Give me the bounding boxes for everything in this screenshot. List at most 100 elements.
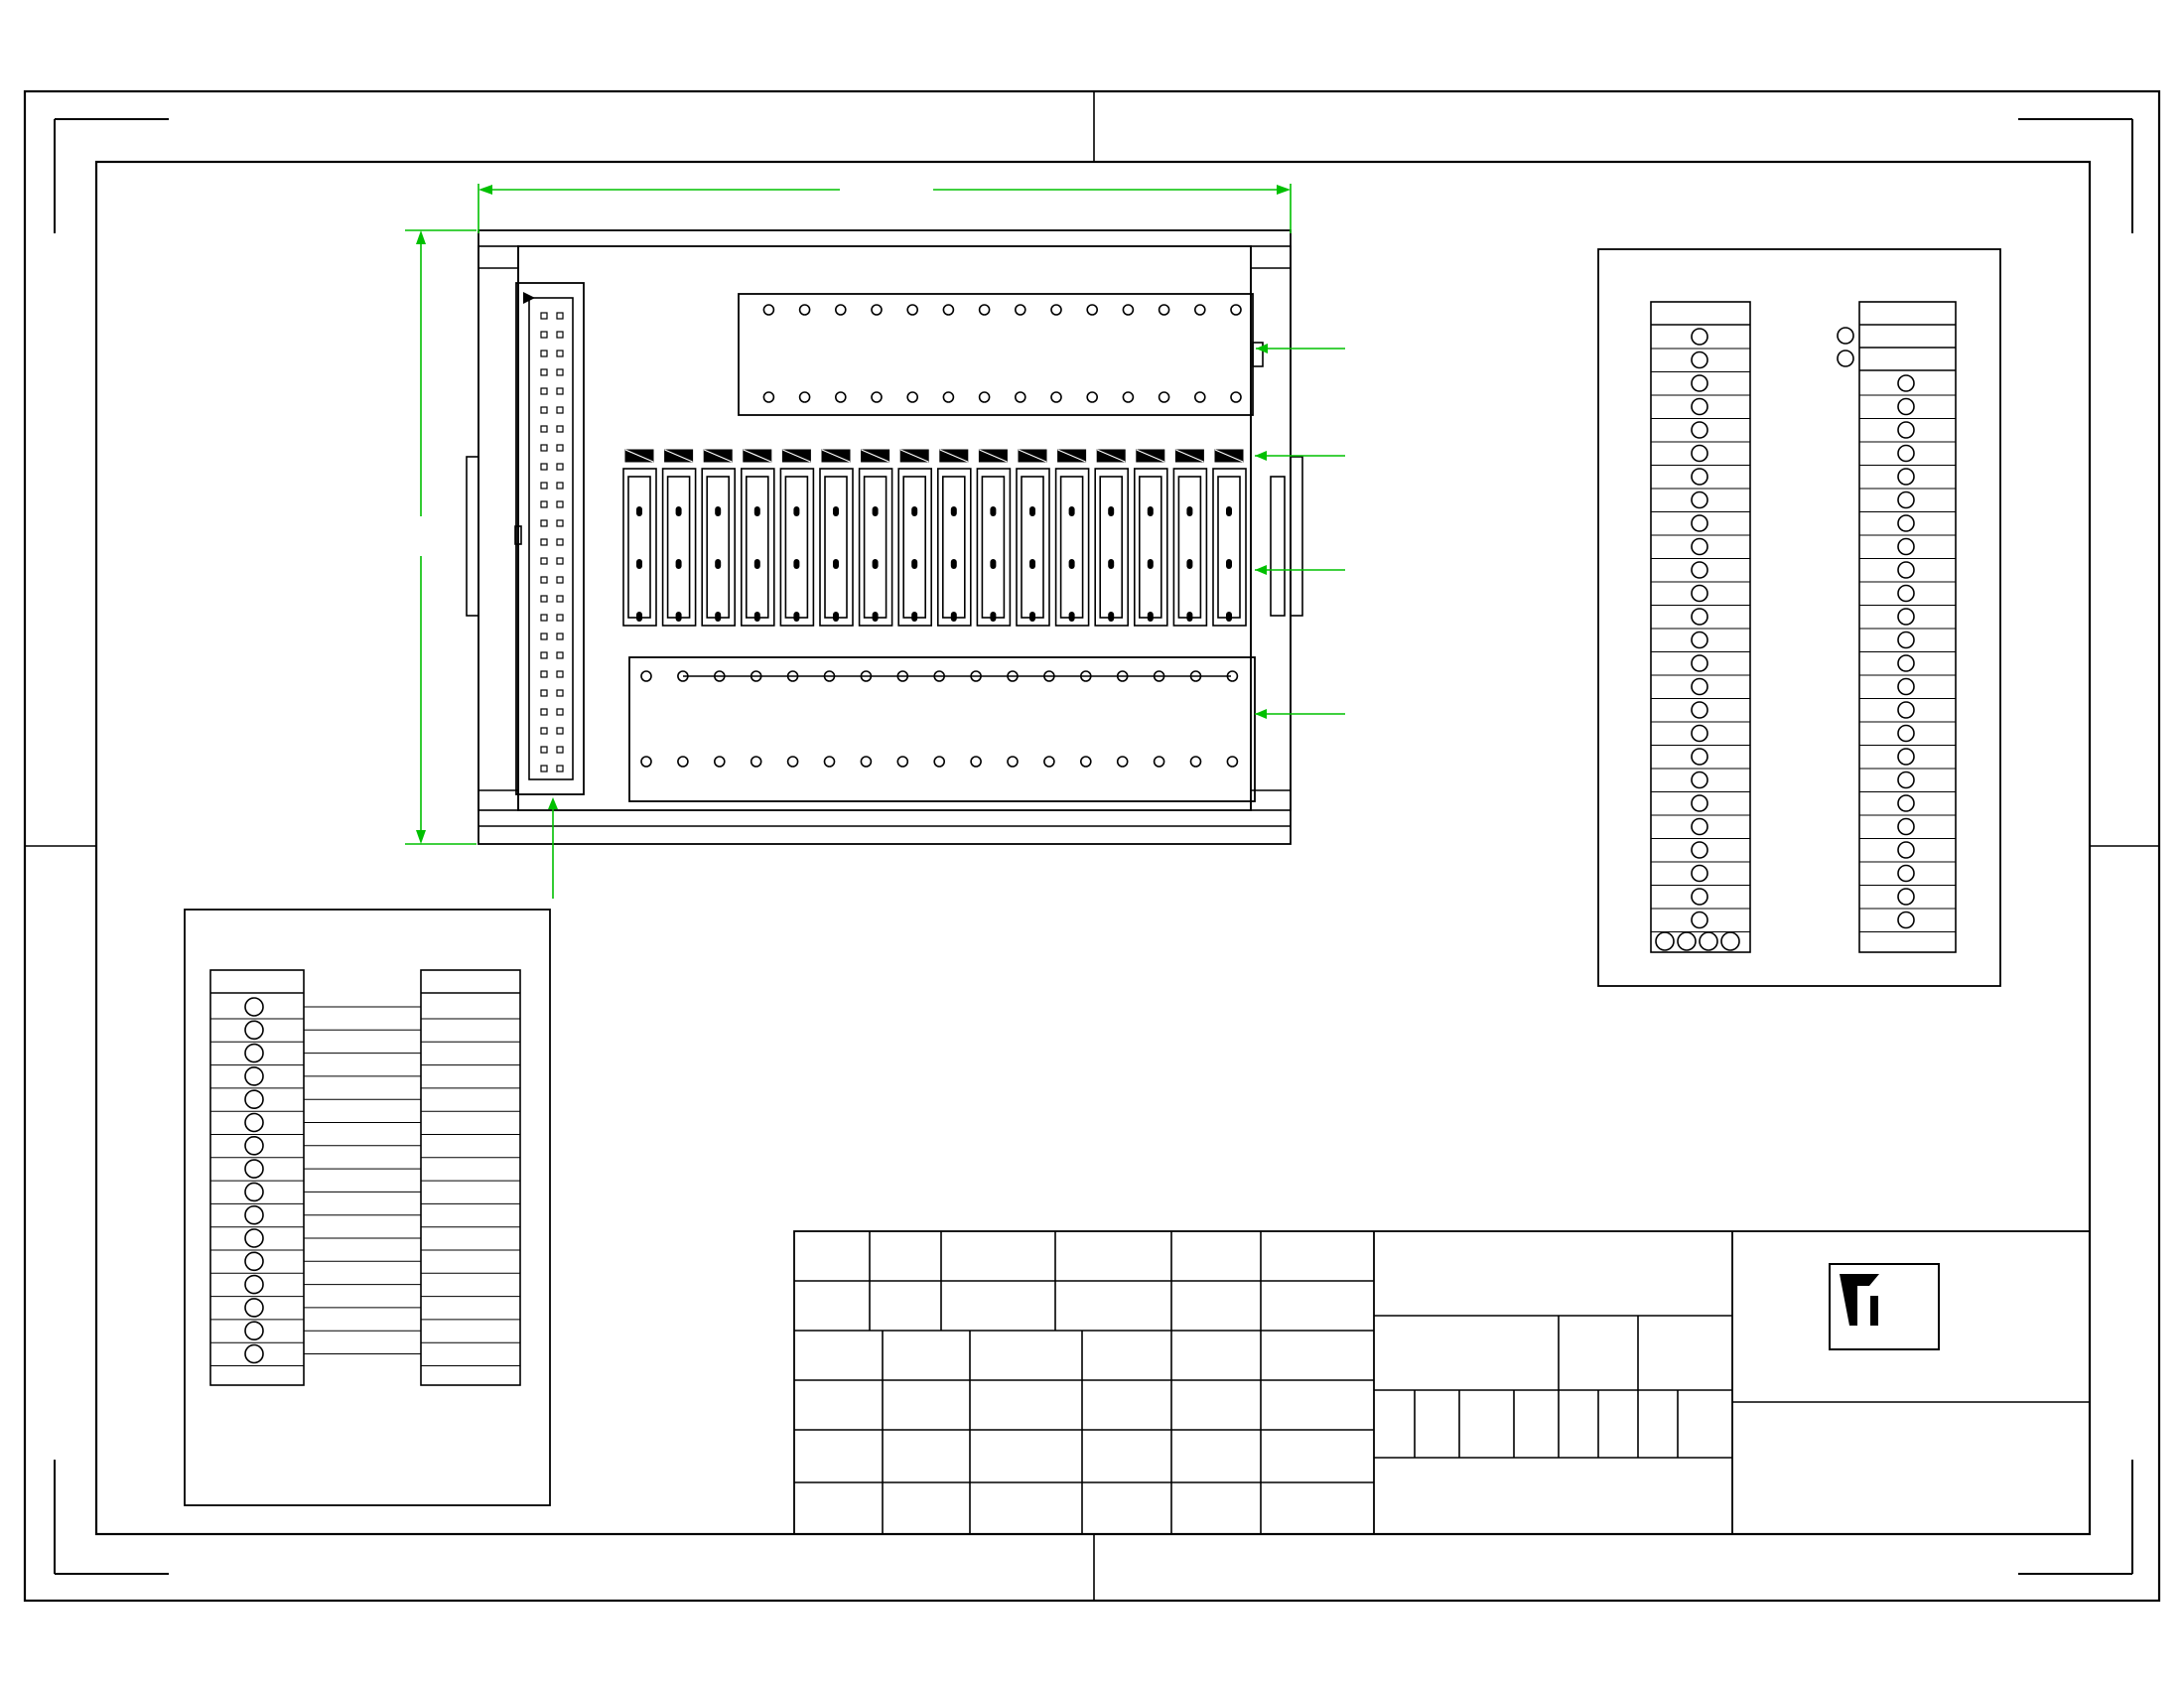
pin-hole bbox=[1050, 304, 1062, 316]
idc-pin bbox=[556, 765, 564, 773]
idc-pin bbox=[556, 312, 564, 320]
dim-arrow bbox=[478, 185, 492, 195]
idc-pin bbox=[556, 614, 564, 622]
idc-pin bbox=[540, 350, 548, 357]
pin-number-circle bbox=[1691, 468, 1708, 486]
pin-number-circle bbox=[1897, 841, 1915, 859]
pin-hole bbox=[1230, 391, 1242, 403]
callout-arrow bbox=[1255, 565, 1267, 575]
relay-body bbox=[666, 476, 691, 619]
pin-number-circle bbox=[1897, 911, 1915, 929]
corner-bracket-0 bbox=[54, 118, 169, 233]
pin-hole bbox=[1015, 304, 1026, 316]
relay-socket bbox=[622, 468, 657, 627]
pin-number-circle bbox=[1897, 677, 1915, 696]
logo-mark bbox=[1870, 1296, 1878, 1326]
idc-pin bbox=[540, 406, 548, 414]
relay-1 bbox=[661, 449, 697, 627]
idc-pin bbox=[556, 708, 564, 716]
relay-13 bbox=[1134, 449, 1168, 627]
relay-contact bbox=[793, 506, 800, 516]
relay-contact bbox=[753, 612, 760, 622]
relay-socket bbox=[858, 468, 893, 627]
title-block-border bbox=[793, 1230, 2091, 1535]
idc-pin bbox=[540, 746, 548, 754]
dimension-width bbox=[478, 184, 1292, 233]
pin-number-circle bbox=[1691, 351, 1708, 369]
relay-contact bbox=[715, 506, 722, 516]
terminal-screw bbox=[933, 756, 946, 768]
callout-arrow bbox=[1255, 451, 1267, 461]
idc-pin bbox=[540, 482, 548, 490]
idc-pin bbox=[556, 500, 564, 508]
idc-pin bbox=[540, 651, 548, 659]
relay-body bbox=[784, 476, 809, 619]
relay-contact bbox=[833, 559, 839, 569]
idc-pin bbox=[556, 406, 564, 414]
idc-pin bbox=[540, 557, 548, 565]
terminal-screw bbox=[1043, 756, 1055, 768]
terminal-screw bbox=[896, 756, 909, 768]
pin-number-circle bbox=[1691, 631, 1708, 649]
pin-number-circle bbox=[1691, 701, 1708, 719]
relay-right-column bbox=[420, 969, 521, 1386]
pin-number-circle bbox=[1897, 374, 1915, 392]
idc-pin bbox=[540, 519, 548, 527]
pin-number-circle bbox=[1897, 748, 1915, 766]
connector-body bbox=[738, 293, 1254, 416]
corner-bracket-1 bbox=[2018, 118, 2133, 233]
pin1-marker bbox=[523, 292, 535, 304]
idc-pin bbox=[540, 538, 548, 546]
relay-contact bbox=[1226, 612, 1232, 622]
terminal-screw bbox=[823, 756, 836, 768]
relay-15 bbox=[1212, 449, 1247, 627]
pin-number-circle bbox=[1720, 931, 1740, 951]
relay-contact bbox=[1186, 506, 1193, 516]
pin-hole bbox=[834, 304, 847, 316]
company-logo bbox=[1829, 1263, 1940, 1350]
pin-hole bbox=[978, 304, 991, 316]
pin-number-circle bbox=[1897, 654, 1915, 672]
idc-pin bbox=[540, 444, 548, 452]
circle-marker bbox=[1837, 350, 1854, 367]
pin-number-circle bbox=[1691, 841, 1708, 859]
idc-pin bbox=[540, 500, 548, 508]
led-mark bbox=[664, 449, 693, 463]
pin-number-circle bbox=[1691, 491, 1708, 509]
pin-number-circle bbox=[1897, 561, 1915, 579]
relay-contact bbox=[872, 506, 879, 516]
terminal-screw bbox=[750, 756, 762, 768]
relay-contact bbox=[990, 506, 997, 516]
idc-body bbox=[515, 282, 585, 795]
idc-pin bbox=[556, 670, 564, 678]
idc-pin bbox=[556, 387, 564, 395]
relay-10 bbox=[1016, 449, 1050, 627]
relay-contact bbox=[950, 506, 957, 516]
pin-number-circle bbox=[1897, 701, 1915, 719]
terminal-screw bbox=[713, 756, 726, 768]
relay-socket bbox=[1212, 468, 1247, 627]
relay-contact bbox=[1108, 559, 1115, 569]
pin-hole bbox=[942, 304, 955, 316]
relay-contact bbox=[990, 559, 997, 569]
pin-number-circle bbox=[1691, 444, 1708, 463]
circle-marker bbox=[1837, 327, 1854, 345]
corner-bracket-3 bbox=[2018, 1460, 2133, 1575]
inner-border bbox=[94, 160, 2092, 1536]
connector-latch bbox=[1252, 342, 1264, 367]
relay-contact bbox=[675, 612, 682, 622]
pin-hole bbox=[978, 391, 991, 403]
relay-contact bbox=[636, 506, 642, 516]
relay-table-border bbox=[184, 909, 551, 1506]
pin-hole bbox=[1015, 391, 1026, 403]
board-drawing bbox=[405, 184, 1345, 899]
relay-body bbox=[745, 476, 769, 619]
relay-contact bbox=[1029, 559, 1035, 569]
pin-hole bbox=[1122, 304, 1135, 316]
terminal-screw bbox=[1116, 756, 1129, 768]
pin-hole bbox=[871, 391, 883, 403]
terminal-screw bbox=[970, 756, 982, 768]
idc-pin bbox=[540, 689, 548, 697]
relay-contact bbox=[636, 559, 642, 569]
pin-number-circle bbox=[1897, 817, 1915, 836]
